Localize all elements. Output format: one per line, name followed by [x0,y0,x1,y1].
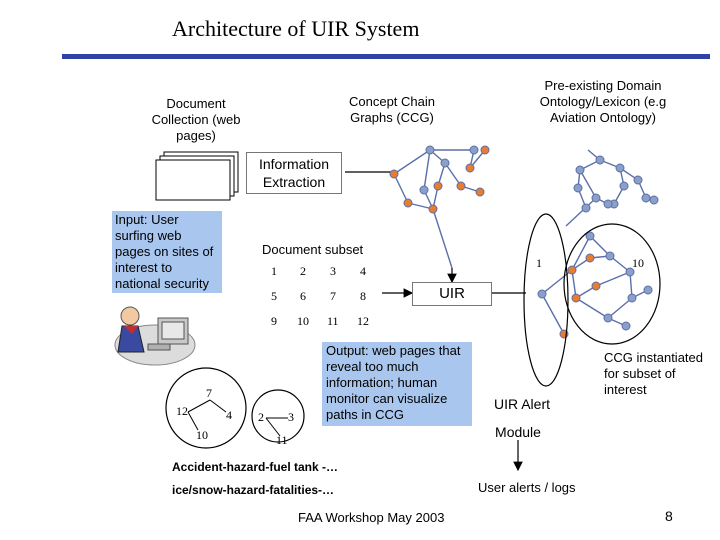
doc-num: 5 [271,289,277,303]
doc-num: 2 [300,264,306,278]
ccg-nodes [389,145,490,214]
doc-num: 12 [357,314,369,328]
ontology-label: Pre-existing Domain Ontology/Lexicon (e.… [539,78,667,125]
module-label: Module [495,424,541,440]
ccg-label: Concept Chain Graphs (CCG) [349,94,435,125]
doc-num: 3 [330,264,336,278]
cluster-num: 7 [206,386,212,400]
uir-alert-ellipse [523,213,569,387]
cluster-num: 2 [258,410,264,424]
document-stack-icon [155,151,239,201]
page-title: Architecture of UIR System [172,16,420,41]
path-example-2: ice/snow-hazard-fatalities-… [172,483,335,497]
doc-num: 7 [330,289,336,303]
cluster-num: 4 [226,408,232,422]
instantiated-ccg-nodes [537,231,653,339]
doc-num: 11 [327,314,339,328]
doc-num: 6 [300,289,306,303]
title-rule [62,54,710,59]
ccg-instantiated-label: CCG instantiated for subset of interest [604,350,703,397]
input-box: Input: User surfing web pages on sites o… [112,211,222,293]
cluster-num: 12 [176,404,188,418]
cluster-num: 11 [276,433,288,447]
document-collection-label: Document Collection (web pages) [151,96,241,143]
ccg-subset-ellipse [563,223,661,345]
cluster-right-edges [265,417,288,437]
user-computer-icon [114,306,196,366]
cluster-num: 3 [288,410,294,424]
cluster-left-edges [187,399,227,431]
footer: FAA Workshop May 2003 [298,510,445,525]
uir-box: UIR [412,282,492,306]
node-label-1: 1 [536,256,542,270]
output-box: Output: web pages that reveal too much i… [322,342,472,426]
doc-num: 10 [297,314,309,328]
cluster-left-ellipse [165,367,247,449]
cluster-right-ellipse [251,389,305,443]
doc-num: 4 [360,264,366,278]
doc-num: 9 [271,314,277,328]
uir-alert-label: UIR Alert [493,396,550,412]
path-example-1: Accident-hazard-fuel tank -… [172,460,339,474]
information-extraction-box: Information Extraction [246,152,342,194]
document-subset-label: Document subset [262,242,364,257]
doc-num: 1 [271,264,277,278]
node-label-10: 10 [632,256,644,270]
cluster-num: 10 [196,428,208,442]
page-number: 8 [665,508,673,524]
ontology-nodes [573,155,659,213]
doc-num: 8 [360,289,366,303]
user-alerts-label: User alerts / logs [478,480,576,495]
